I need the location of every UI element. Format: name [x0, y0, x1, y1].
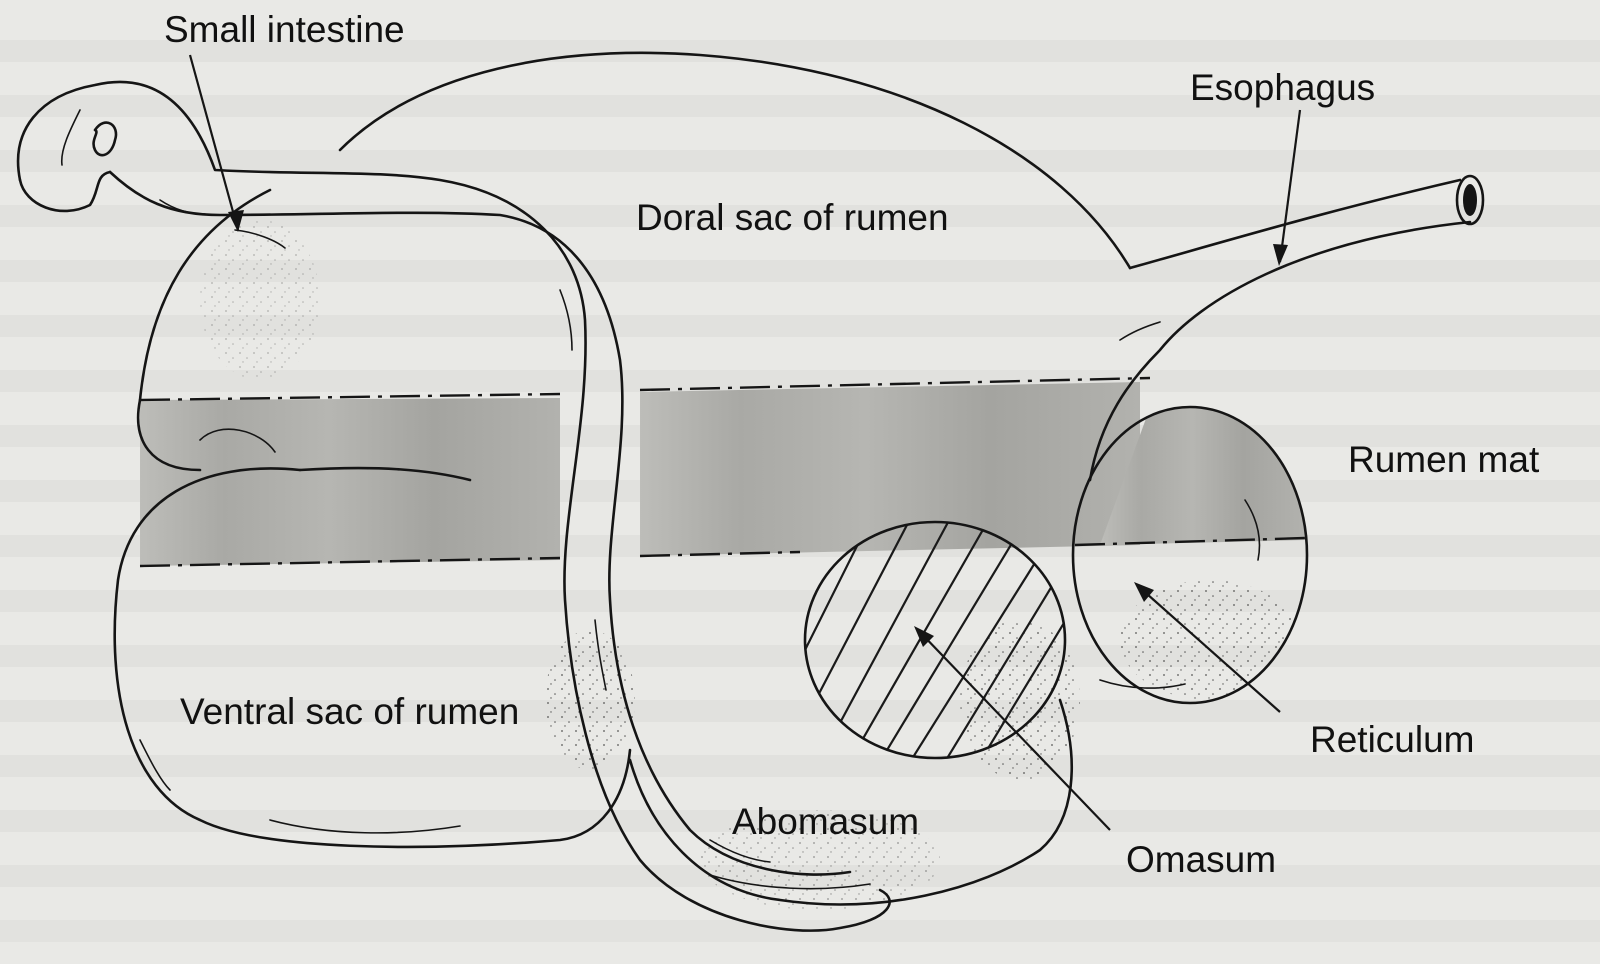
label-small-intestine: Small intestine [164, 9, 405, 50]
label-abomasum: Abomasum [732, 801, 919, 842]
label-omasum: Omasum [1126, 839, 1276, 880]
label-reticulum: Reticulum [1310, 719, 1475, 760]
label-ventral-sac: Ventral sac of rumen [180, 691, 519, 732]
label-esophagus: Esophagus [1190, 67, 1375, 108]
rumen-mat-band [140, 375, 1305, 566]
label-rumen-mat: Rumen mat [1348, 439, 1540, 480]
label-dorsal-sac: Doral sac of rumen [636, 197, 949, 238]
